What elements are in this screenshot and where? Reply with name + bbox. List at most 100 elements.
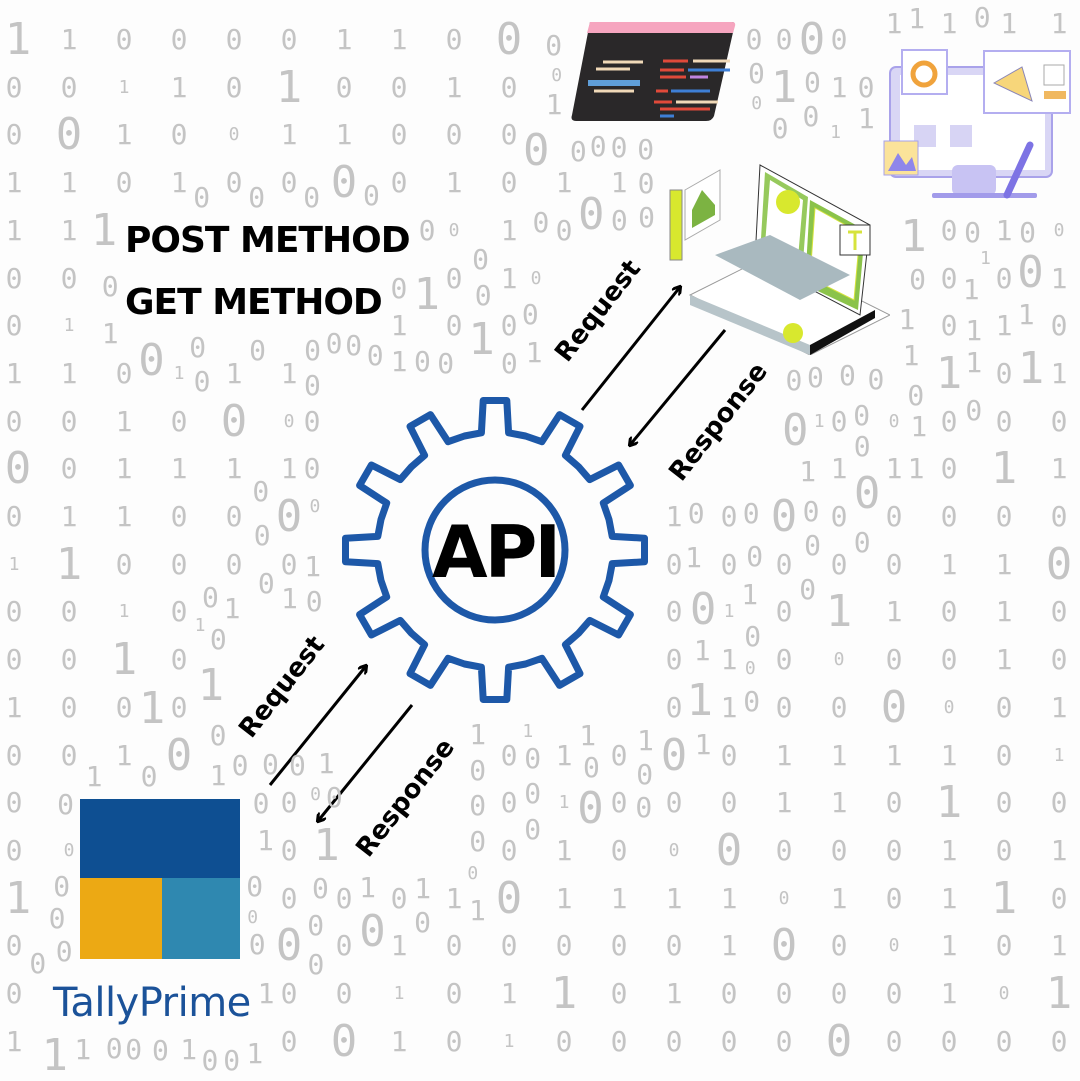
binary-digit: 0	[303, 404, 321, 438]
binary-digit: 0	[995, 500, 1013, 533]
binary-digit: 0	[448, 219, 460, 241]
binary-digit: 0	[53, 869, 71, 903]
binary-digit: 1	[223, 591, 241, 625]
tallyprime-logo-icon	[80, 799, 240, 959]
binary-digit: 1	[830, 738, 848, 772]
binary-digit: 0	[170, 643, 188, 677]
binary-digit: 0	[60, 643, 78, 677]
binary-digit: 1	[5, 690, 23, 724]
binary-digit: 1	[775, 786, 793, 820]
binary-digit: 0	[437, 347, 455, 381]
binary-digit: 0	[1019, 215, 1036, 249]
top-response-arrow	[630, 329, 727, 445]
binary-digit: 0	[307, 948, 325, 981]
binary-digit: 0	[943, 696, 955, 718]
binary-digit: 1	[110, 634, 138, 686]
binary-digit: 0	[610, 203, 628, 237]
binary-digit: 0	[555, 213, 573, 247]
binary-digit: 1	[830, 122, 841, 144]
binary-digit: 1	[5, 166, 23, 200]
binary-digit: 0	[1050, 643, 1068, 677]
binary-digit: 0	[223, 1043, 241, 1077]
binary-digit: 1	[935, 777, 963, 829]
binary-digit: 0	[225, 70, 243, 104]
binary-digit: 0	[885, 786, 903, 820]
binary-digit: 1	[5, 356, 23, 390]
binary-digit: 1	[115, 118, 133, 152]
binary-digit: 0	[610, 977, 628, 1010]
binary-digit: 0	[414, 345, 431, 378]
binary-digit: 1	[393, 983, 405, 1004]
binary-digit: 0	[170, 595, 188, 629]
binary-digit: 1	[962, 273, 980, 307]
binary-digit: 0	[720, 738, 738, 772]
binary-digit: 1	[579, 718, 597, 752]
binary-digit: 0	[660, 729, 688, 781]
binary-digit: 0	[521, 298, 539, 332]
binary-digit: 1	[940, 738, 958, 772]
binary-digit: 1	[545, 88, 563, 121]
binary-digit: 1	[115, 452, 133, 486]
binary-digit: 0	[1053, 219, 1065, 241]
binary-digit: 0	[170, 690, 188, 724]
binary-digit: 1	[830, 881, 848, 915]
binary-digit: 0	[170, 118, 188, 152]
binary-digit: 0	[500, 309, 518, 343]
binary-digit: 1	[500, 213, 518, 247]
binary-digit: 0	[610, 130, 628, 164]
binary-digit: 0	[60, 690, 78, 724]
binary-digit: 0	[720, 500, 738, 533]
binary-digit: 0	[60, 261, 78, 295]
binary-digit: 0	[305, 584, 323, 618]
binary-digit: 0	[60, 738, 78, 772]
binary-digit: 0	[414, 906, 431, 940]
binary-digit: 0	[1050, 595, 1068, 629]
binary-digit: 1	[555, 166, 573, 200]
binary-digit: 0	[885, 643, 903, 677]
binary-digit: 1	[665, 977, 683, 1010]
binary-digit: 1	[170, 452, 188, 486]
binary-digit: 0	[445, 977, 463, 1010]
binary-digit: 0	[545, 29, 563, 62]
binary-digit: 0	[530, 267, 542, 289]
binary-digit: 0	[366, 338, 384, 372]
binary-digit: 0	[885, 547, 903, 581]
binary-digit: 0	[55, 934, 73, 968]
binary-digit: 0	[1050, 1024, 1068, 1058]
binary-digit: 1	[390, 23, 408, 56]
binary-digit: 0	[248, 928, 266, 962]
binary-digit: 0	[5, 643, 23, 677]
binary-digit: 1	[885, 738, 903, 772]
binary-digit: 1	[940, 881, 958, 915]
binary-digit: 0	[551, 65, 563, 86]
binary-digit: 0	[335, 70, 353, 104]
binary-digit: 0	[524, 742, 542, 776]
binary-digit: 0	[5, 786, 23, 820]
binary-digit: 1	[468, 313, 495, 365]
binary-digit: 1	[940, 977, 958, 1010]
binary-digit: 0	[940, 643, 958, 677]
binary-digit: 0	[555, 929, 573, 963]
binary-digit: 0	[247, 906, 259, 928]
binary-digit: 1	[115, 500, 133, 533]
binary-digit: 0	[742, 497, 760, 530]
binary-digit: 0	[469, 824, 487, 858]
binary-digit: 0	[743, 684, 761, 718]
binary-digit: 0	[469, 753, 487, 787]
binary-digit: 1	[723, 601, 735, 623]
binary-digit: 1	[741, 577, 759, 611]
binary-digit: 0	[940, 595, 958, 629]
binary-digit: 0	[578, 188, 605, 240]
binary-digit: 1	[550, 968, 578, 1019]
binary-digit: 0	[330, 1015, 358, 1067]
binary-digit: 0	[359, 905, 386, 957]
binary-digit: 0	[345, 328, 363, 362]
binary-digit: 0	[524, 777, 542, 810]
binary-digit: 1	[990, 872, 1018, 924]
binary-digit: 1	[1050, 833, 1068, 867]
binary-digit: 0	[720, 786, 738, 820]
binary-digit: 1	[885, 595, 903, 629]
binary-digit: 1	[902, 338, 920, 372]
binary-digit: 1	[1050, 690, 1068, 724]
tallyprime-wordmark: TallyPrime	[53, 980, 251, 1026]
